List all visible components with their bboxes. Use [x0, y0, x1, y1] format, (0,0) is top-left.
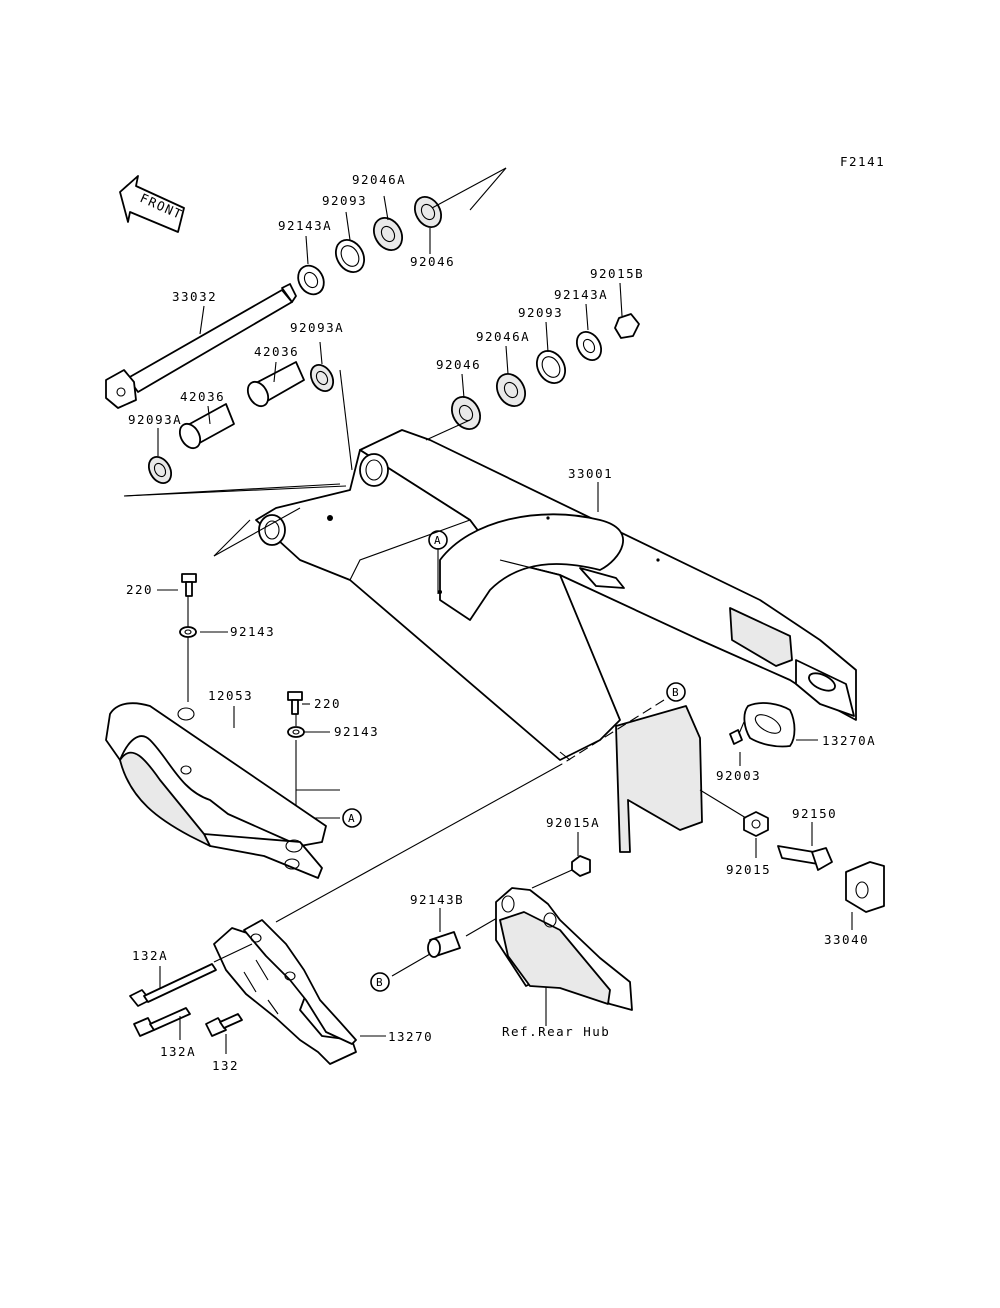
bearing-stack-left: [105, 196, 443, 485]
figure-code: F2141: [840, 154, 885, 169]
label-33001: 33001: [568, 466, 613, 481]
bolts-132: [129, 943, 253, 1054]
label-92046-right: 92046: [436, 357, 481, 372]
label-92093A-top: 92093A: [290, 320, 344, 335]
label-42036-left: 42036: [180, 389, 225, 404]
label-132A-a: 132A: [132, 948, 168, 963]
callout-a-upper: A: [428, 530, 448, 550]
bearing-stack-right: [450, 313, 640, 430]
label-220-b: 220: [314, 696, 341, 711]
svg-text:B: B: [672, 686, 679, 699]
swingarm-33001: [255, 429, 857, 853]
label-92003: 92003: [716, 768, 761, 783]
callout-b-upper: B: [666, 682, 686, 702]
label-92093A-left: 92093A: [128, 412, 182, 427]
callout-a-lower: A: [342, 808, 362, 828]
front-arrow-icon: FRONT: [119, 175, 185, 233]
label-92046-top: 92046: [410, 254, 455, 269]
label-92093-right: 92093: [518, 305, 563, 320]
leader-lines: [123, 167, 885, 1026]
label-92143-b: 92143: [334, 724, 379, 739]
svg-text:A: A: [434, 534, 441, 547]
chain-guide-13270: [213, 919, 386, 1065]
callout-b-lower: B: [370, 972, 390, 992]
label-92015: 92015: [726, 862, 771, 877]
label-13270A: 13270A: [822, 733, 876, 748]
lower-bolt-220: [287, 691, 305, 738]
label-92143A-right: 92143A: [554, 287, 608, 302]
label-92143A-top: 92143A: [278, 218, 332, 233]
label-12053: 12053: [208, 688, 253, 703]
svg-text:B: B: [376, 976, 383, 989]
label-92143-a: 92143: [230, 624, 275, 639]
rear-hub-bracket: [495, 887, 633, 1011]
label-33040: 33040: [824, 932, 869, 947]
label-ref-rear-hub: Ref.Rear Hub: [502, 1024, 610, 1039]
label-92150: 92150: [792, 806, 837, 821]
label-92046A-right: 92046A: [476, 329, 530, 344]
label-33032: 33032: [172, 289, 217, 304]
label-42036-top: 42036: [254, 344, 299, 359]
svg-text:A: A: [348, 812, 355, 825]
chain-slider-12053: [105, 702, 327, 879]
label-132A-b: 132A: [160, 1044, 196, 1059]
label-92015B: 92015B: [590, 266, 644, 281]
label-92143B: 92143B: [410, 892, 464, 907]
part-labels: 92046A 92093 92143A 92046 33032 92093A 4…: [126, 172, 876, 1073]
label-92093-top: 92093: [322, 193, 367, 208]
upper-bolt-220: [179, 573, 197, 638]
label-92015A: 92015A: [546, 815, 600, 830]
label-92046A-top: 92046A: [352, 172, 406, 187]
label-13270: 13270: [388, 1029, 433, 1044]
label-132: 132: [212, 1058, 239, 1073]
label-220-a: 220: [126, 582, 153, 597]
